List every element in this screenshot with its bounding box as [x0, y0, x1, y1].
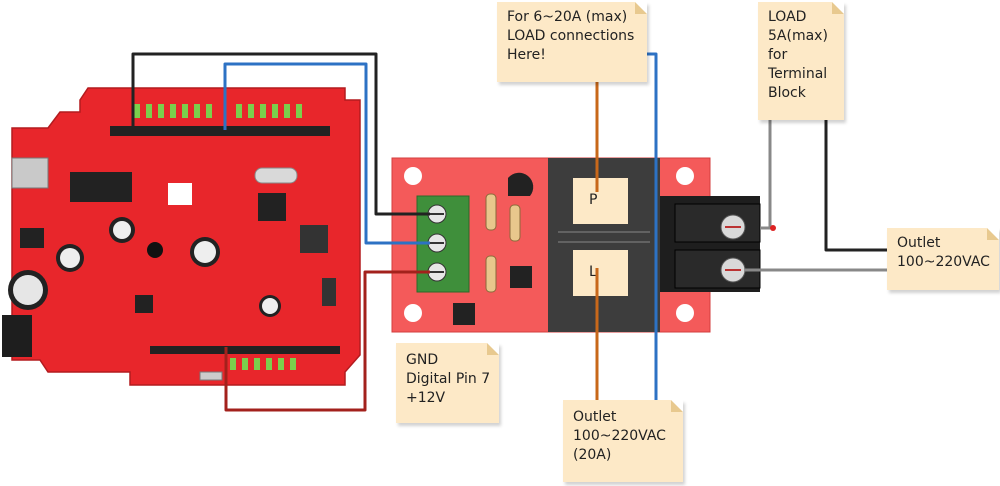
arduino-board [2, 87, 361, 386]
note-high-load: For 6~20A (max) LOAD connections Here! [497, 2, 647, 82]
control-terminal-block [416, 195, 470, 293]
digital-header [110, 104, 330, 136]
power-jack [2, 315, 32, 357]
wire-pin7-blue [223, 62, 430, 245]
analog-power-header [150, 346, 340, 381]
usb-port [11, 157, 49, 189]
relay-p-label-box [573, 178, 628, 224]
wire-12v-red [224, 270, 430, 412]
note-outlet-bottom: Outlet 100~220VAC (20A) [563, 400, 683, 482]
wire-load-blue [646, 52, 658, 407]
wires [131, 52, 888, 412]
note-terminal-load: LOAD 5A(max) for Terminal Block [758, 2, 844, 120]
load-terminal-block [660, 196, 761, 292]
wire-load-gray [760, 120, 772, 230]
note-pins: GND Digital Pin 7 +12V [396, 343, 499, 423]
wire-gnd-black [131, 52, 430, 216]
relay-l-label-box [573, 250, 628, 296]
crystal [254, 167, 298, 184]
relay-l-label: L [589, 264, 597, 280]
note-outlet-right: Outlet 100~220VAC [887, 228, 999, 290]
relay-p-label: P [589, 192, 597, 208]
wire-load-black [824, 120, 888, 252]
mcu-chip [70, 172, 132, 202]
